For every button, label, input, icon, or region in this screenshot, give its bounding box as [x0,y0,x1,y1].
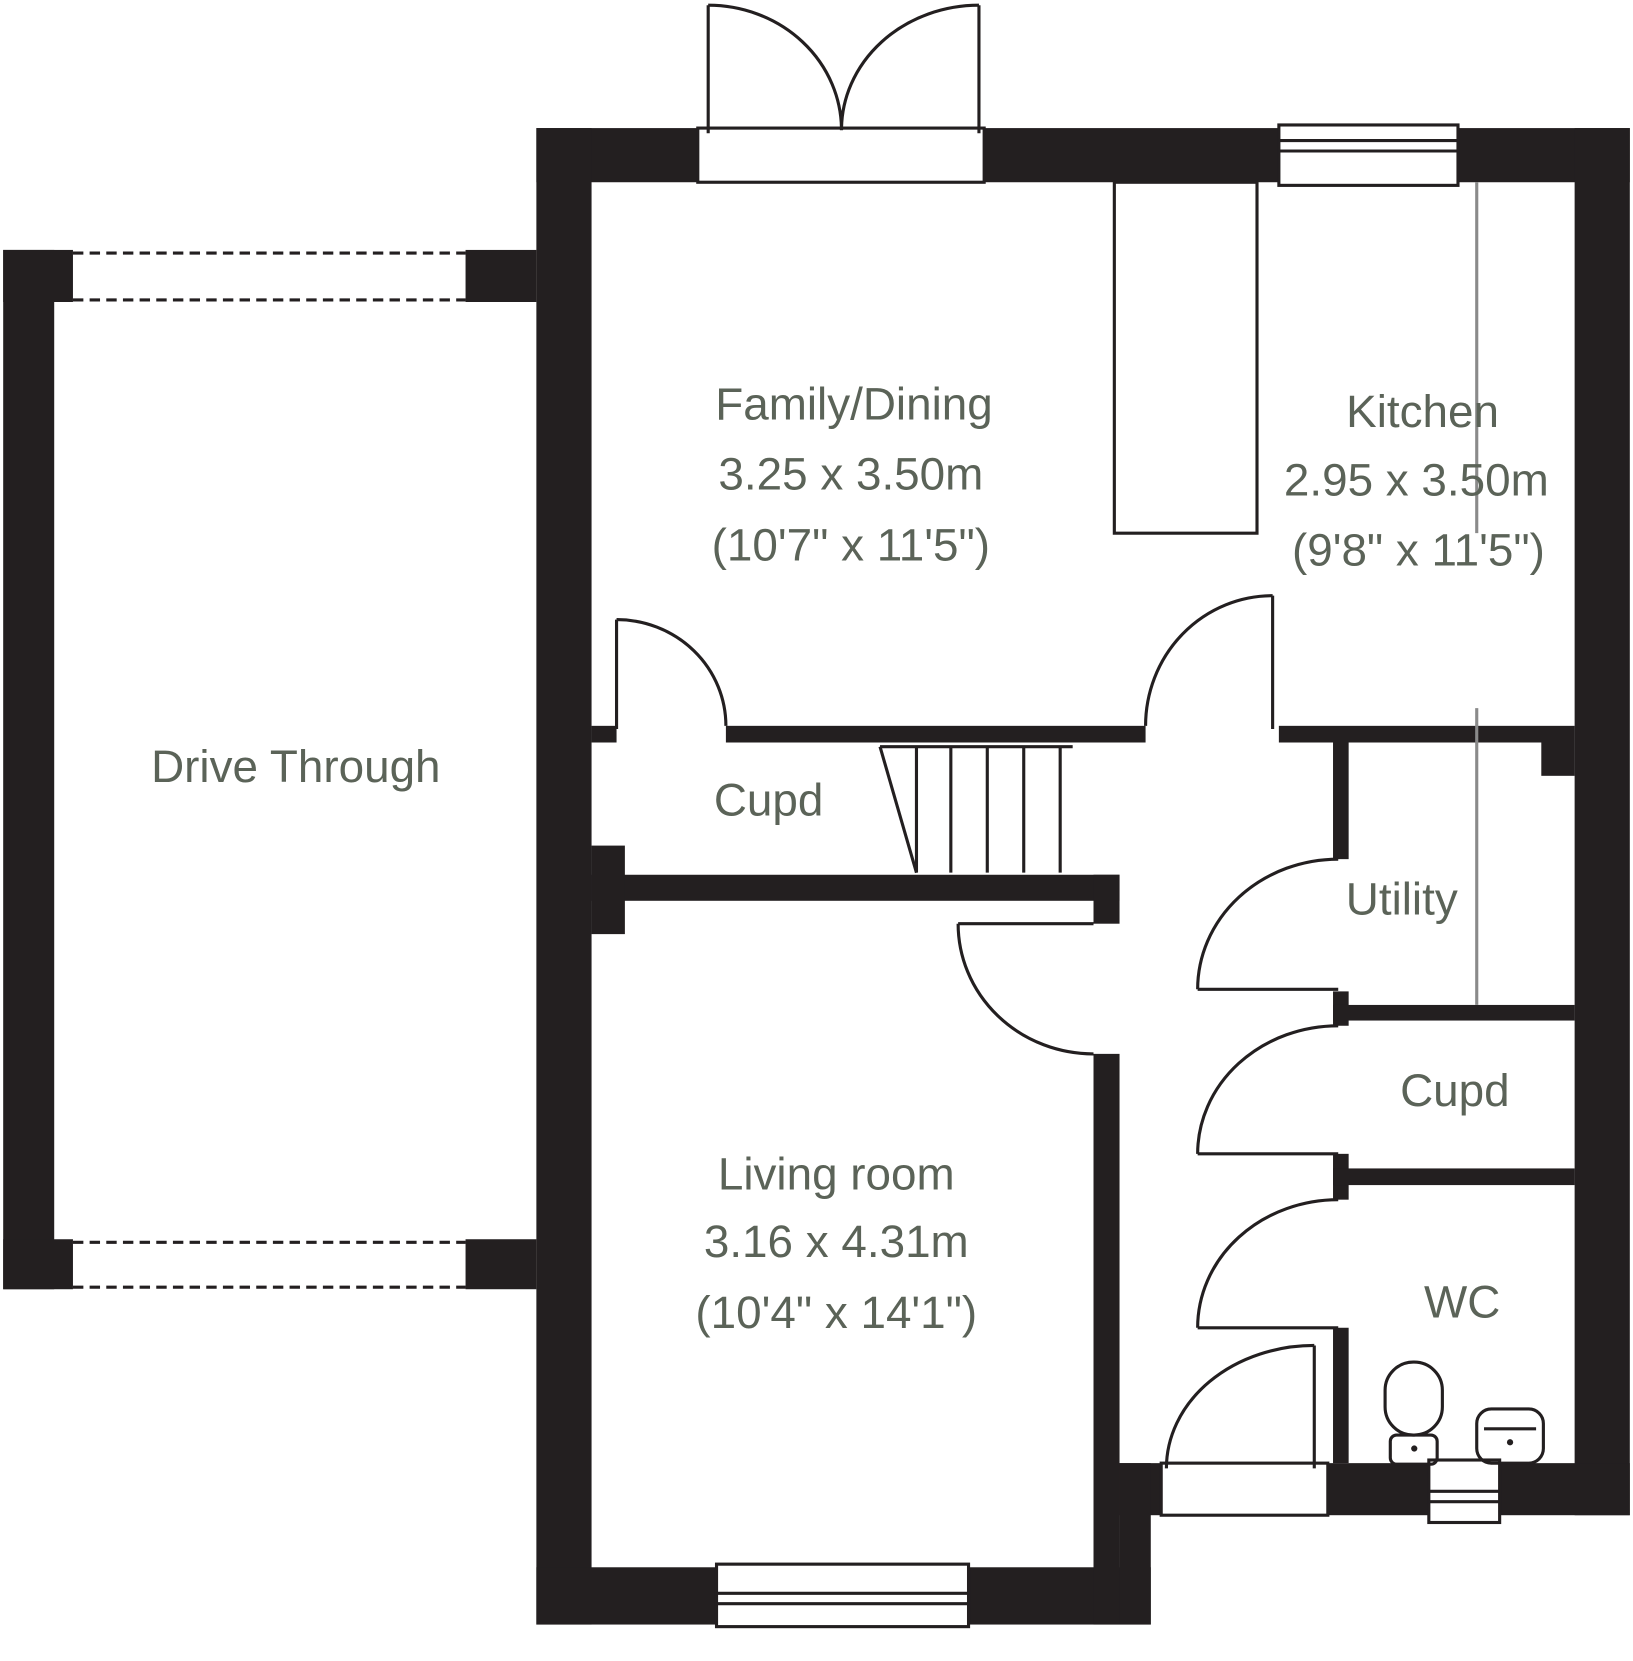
internal-walls [591,725,1575,1464]
doors [614,3,1339,1517]
cupd-label: Cupd [714,774,824,825]
toilet-icon [1383,1360,1444,1466]
svg-text:3.16 x 4.31m: 3.16 x 4.31m [704,1216,969,1267]
basin-icon [1475,1407,1545,1465]
family-dining-label: Family/Dining 3.25 x 3.50m (10'7" x 11'5… [712,379,993,571]
living-room-label: Living room 3.16 x 4.31m (10'4" x 14'1") [695,1148,977,1338]
kitchen-label: Kitchen 2.95 x 3.50m (9'8" x 11'5") [1284,386,1549,576]
utility-label: Utility [1346,873,1458,924]
svg-text:(10'7" x 11'5"): (10'7" x 11'5") [712,519,990,570]
cupd-label: Cupd [1400,1065,1510,1116]
svg-text:Family/Dining: Family/Dining [715,379,993,430]
wc-label: WC [1424,1276,1500,1327]
outer-walls [536,128,1630,1625]
svg-text:Kitchen: Kitchen [1346,386,1499,437]
windows [714,123,1502,1629]
french-doors [696,3,986,184]
drive-through-walls [3,249,537,1290]
kitchen-window [1277,123,1460,187]
svg-text:(9'8" x 11'5"): (9'8" x 11'5") [1292,524,1545,575]
stairs [878,745,1073,874]
svg-text:Living room: Living room [718,1148,955,1199]
svg-text:3.25 x 3.50m: 3.25 x 3.50m [718,448,983,499]
front-door [1159,1343,1330,1517]
kitchen-counter [1112,180,1479,1005]
svg-text:(10'4" x 14'1"): (10'4" x 14'1") [695,1287,977,1338]
living-window [714,1562,971,1629]
drive-through-label: Drive Through [151,741,440,792]
svg-text:2.95 x 3.50m: 2.95 x 3.50m [1284,455,1549,506]
